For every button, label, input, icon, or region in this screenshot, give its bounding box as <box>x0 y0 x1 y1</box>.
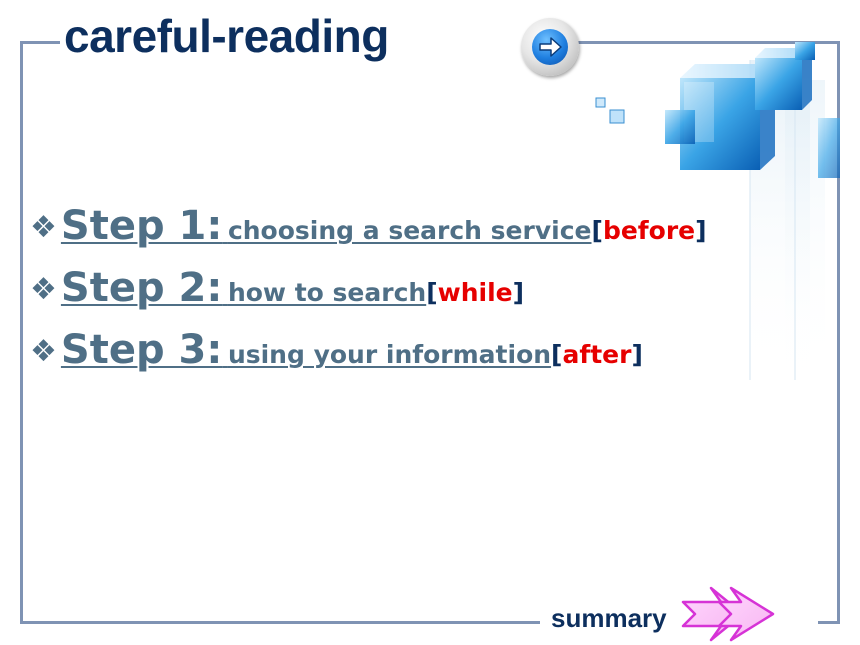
double-chevron-right-icon[interactable] <box>681 584 777 644</box>
frame-left <box>20 41 23 624</box>
step-text: choosing a search service <box>227 216 592 245</box>
step-label: Step 3: <box>60 327 223 373</box>
steps-list: ❖ Step 1: choosing a search service [ be… <box>30 186 707 372</box>
bracket-open: [ <box>591 216 603 245</box>
bracket-close: ] <box>631 340 643 369</box>
frame-bottom-left <box>20 621 540 624</box>
frame-top-left <box>20 41 65 44</box>
step-1-link[interactable]: Step 1: choosing a search service <box>61 204 592 248</box>
bullet-icon: ❖ <box>30 210 57 245</box>
bracket-close: ] <box>512 278 525 307</box>
decorative-cubes <box>595 42 840 380</box>
step-time-word: while <box>437 278 513 307</box>
step-time-word: before <box>602 216 696 245</box>
bracket-open: [ <box>426 278 438 307</box>
step-label: Step 2: <box>60 265 223 311</box>
frame-top-right <box>575 41 840 44</box>
frame-bottom-right <box>818 621 840 624</box>
arrow-right-circle-icon <box>539 37 562 57</box>
step-3-link[interactable]: Step 3: using your information <box>61 328 551 372</box>
step-text: how to search <box>227 278 427 307</box>
step-1: ❖ Step 1: choosing a search service [ be… <box>30 186 707 248</box>
step-text: using your information <box>227 340 552 369</box>
next-slide-button[interactable] <box>521 18 579 76</box>
frame-right <box>837 41 840 624</box>
slide-title: careful-reading <box>60 6 393 66</box>
bullet-icon: ❖ <box>30 272 57 307</box>
bracket-open: [ <box>551 340 563 369</box>
step-2: ❖ Step 2: how to search [ while ] <box>30 248 707 310</box>
step-3: ❖ Step 3: using your information [ after… <box>30 310 707 372</box>
bullet-icon: ❖ <box>30 334 57 369</box>
step-2-link[interactable]: Step 2: how to search <box>61 266 426 310</box>
step-label: Step 1: <box>60 203 223 249</box>
summary-link[interactable]: summary <box>551 603 667 633</box>
step-time-word: after <box>562 340 632 369</box>
bracket-close: ] <box>695 216 707 245</box>
